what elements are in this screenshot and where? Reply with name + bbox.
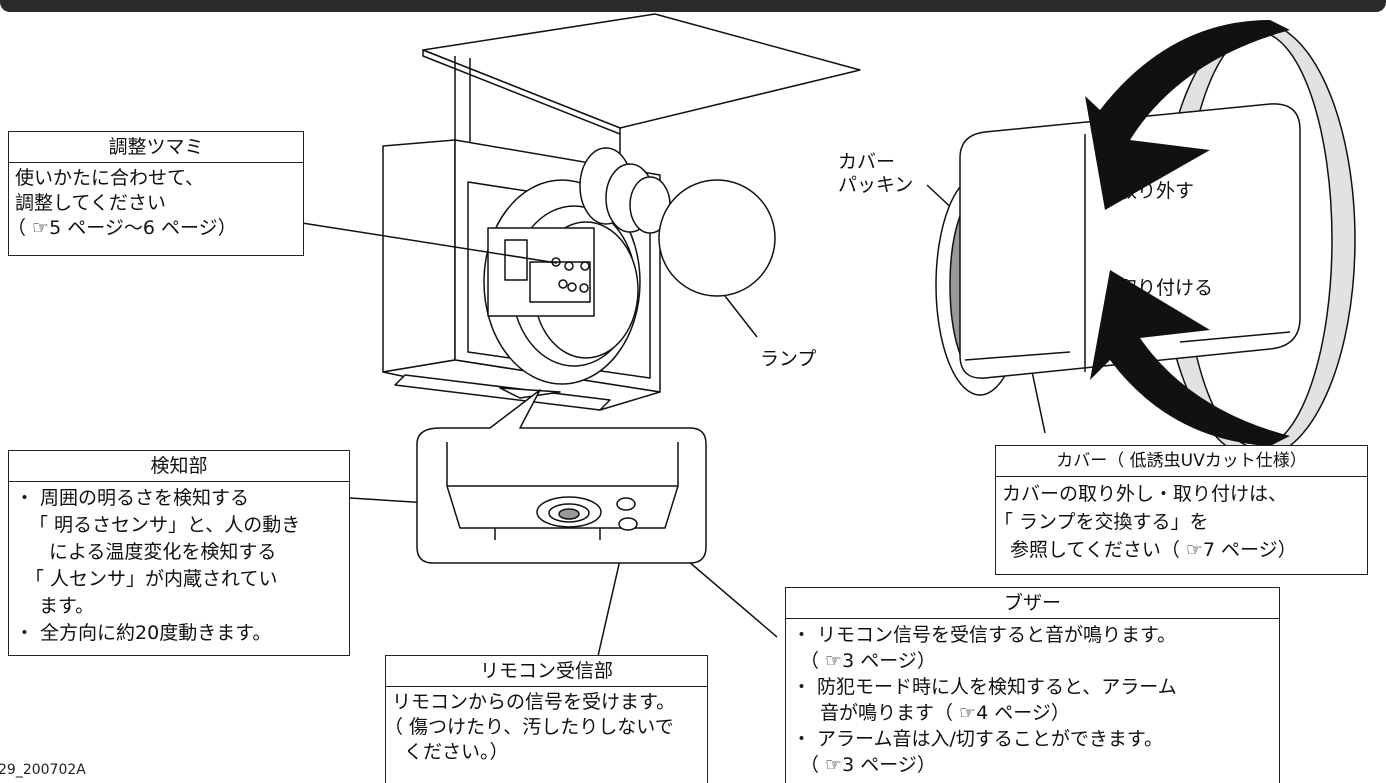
rotate-arrows — [1085, 20, 1290, 446]
top-bar — [0, 0, 1386, 12]
detector-desc: ・ 周囲の明るさを検知する 「 明るさセンサ」と、人の動き による温度変化を検知… — [9, 482, 349, 651]
remote-line-1: リモコンからの信号を受けます。 — [392, 691, 676, 713]
cover-line-2: 「 ランプを交換する」を — [994, 511, 1209, 533]
buzzer-line-6: （ ☞3 ページ） — [800, 754, 936, 776]
knob-callout: 調整ツマミ 使いかたに合わせて、 調整してください （ ☞5 ページ～6 ページ… — [7, 131, 304, 256]
cover-title: カバー（ 低誘虫UVカット仕様） — [996, 446, 1367, 477]
packing-label-line-2: パッキン — [838, 174, 914, 196]
detector-title: 検知部 — [9, 451, 349, 482]
packing-label-line-1: カバー — [838, 151, 896, 173]
remote-callout: リモコン受信部 リモコンからの信号を受けます。 （ 傷つけたり、汚したりしないで… — [384, 655, 708, 783]
buzzer-callout: ブザー ・ リモコン信号を受信すると音が鳴ります。 （ ☞3 ページ） ・ 防犯… — [785, 587, 1280, 783]
cover-line-1: カバーの取り外し・取り付けは、 — [1002, 483, 1288, 505]
detector-line-1: ・ 周囲の明るさを検知する — [15, 487, 250, 509]
remove-label: 取り外す — [1118, 180, 1195, 202]
fixture-top-plate — [422, 13, 861, 175]
document-code: 29_200702A — [0, 762, 86, 778]
knob-line-2: 調整してください — [15, 192, 166, 214]
packing-label: カバー パッキン — [838, 151, 913, 197]
knob-line-3: （ ☞5 ページ～6 ページ） — [7, 217, 237, 239]
cover-ring — [935, 21, 1356, 459]
remote-title: リモコン受信部 — [386, 656, 707, 687]
buzzer-line-1: ・ リモコン信号を受信すると音が鳴ります。 — [792, 624, 1177, 646]
lamp-socket — [483, 179, 641, 385]
detector-line-2: 「 明るさセンサ」と、人の動き — [29, 514, 301, 536]
attach-label: 取り付ける — [1118, 277, 1214, 299]
buzzer-line-4: 音が鳴ります（ ☞4 ページ） — [820, 702, 1070, 724]
cover-desc: カバーの取り外し・取り付けは、 「 ランプを交換する」を 参照してください（ ☞… — [994, 477, 1367, 568]
buzzer-line-3: ・ 防犯モード時に人を検知すると、アラーム — [792, 676, 1177, 698]
knob-title: 調整ツマミ — [9, 132, 303, 163]
buzzer-title: ブザー — [786, 588, 1279, 619]
cover-callout: カバー（ 低誘虫UVカット仕様） カバーの取り外し・取り付けは、 「 ランプを交… — [994, 445, 1368, 575]
remote-line-2: （ 傷つけたり、汚したりしないで — [384, 716, 674, 738]
buzzer-line-2: （ ☞3 ページ） — [800, 650, 936, 672]
cover-line-3: 参照してください（ ☞7 ページ） — [1010, 539, 1297, 561]
remote-desc: リモコンからの信号を受けます。 （ 傷つけたり、汚したりしないで ください。） — [384, 687, 707, 769]
knob-line-1: 使いかたに合わせて、 — [15, 167, 205, 189]
detector-line-3: による温度変化を検知する — [49, 541, 277, 563]
remote-line-3: ください。） — [404, 741, 509, 763]
lamp-bulb — [579, 147, 776, 297]
buzzer-line-5: ・ アラーム音は入/切することができます。 — [792, 728, 1163, 750]
detector-line-5: ます。 — [39, 595, 95, 617]
detector-line-6: ・ 全方向に約20度動きます。 — [15, 622, 272, 644]
knob-desc: 使いかたに合わせて、 調整してください （ ☞5 ページ～6 ページ） — [7, 163, 303, 245]
lamp-label: ランプ — [760, 348, 817, 370]
sensor-detail — [416, 389, 707, 564]
detector-callout: 検知部 ・ 周囲の明るさを検知する 「 明るさセンサ」と、人の動き による温度変… — [8, 450, 350, 656]
detector-line-4: 「 人センサ」が内蔵されてい — [25, 568, 278, 590]
buzzer-desc: ・ リモコン信号を受信すると音が鳴ります。 （ ☞3 ページ） ・ 防犯モード時… — [786, 619, 1279, 782]
